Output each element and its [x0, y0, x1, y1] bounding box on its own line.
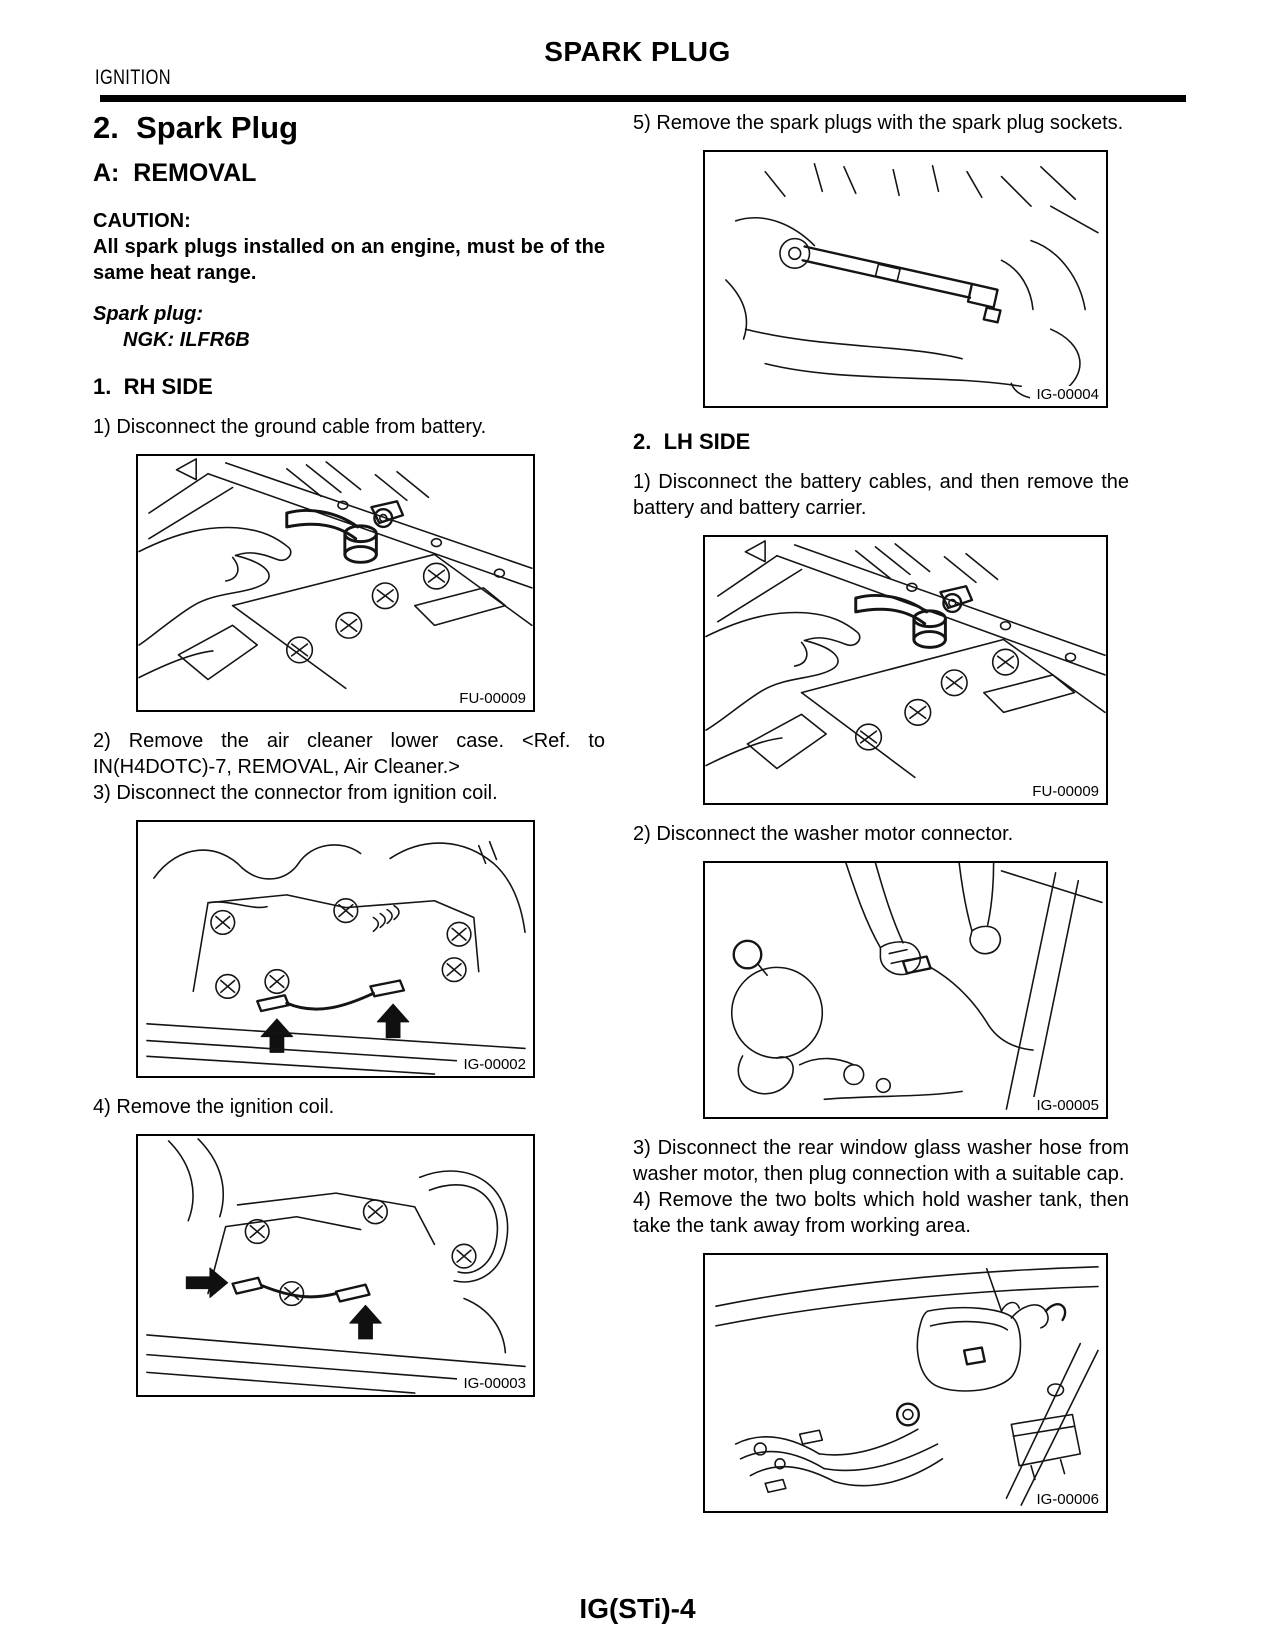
step-text: 2) Disconnect the washer motor connector… — [633, 823, 1014, 845]
washer-motor-illustration — [730, 863, 1103, 1112]
figure-ignition-coil-removal: IG-00003 — [136, 1134, 535, 1397]
socket-wrench-illustration — [725, 163, 1099, 400]
indicator-arrow — [349, 1304, 382, 1340]
page-title: SPARK PLUG — [544, 36, 731, 67]
figure-spark-plug-socket: IG-00004 — [703, 150, 1108, 408]
step-text: 1) Disconnect the battery cables, and th… — [633, 471, 1129, 519]
figure-code-label: IG-00006 — [1030, 1491, 1099, 1509]
figure-ignition-coil-connector: IG-00002 — [136, 820, 535, 1078]
step-text: 1) Disconnect the ground cable from batt… — [93, 416, 487, 438]
washer-tank-illustration — [715, 1266, 1099, 1506]
step-text: 3) Disconnect the connector from ignitio… — [93, 782, 498, 804]
figure-code-label: IG-00005 — [1030, 1097, 1099, 1115]
figure-code-label: IG-00004 — [1030, 386, 1099, 404]
figure-code-label: FU-00009 — [453, 690, 526, 708]
lh-side-heading: 2. LH SIDE — [633, 429, 751, 454]
figure-washer-tank: IG-00006 — [703, 1253, 1108, 1513]
figure-code-label: IG-00002 — [457, 1056, 526, 1074]
step-text: 3) Disconnect the rear window glass wash… — [633, 1137, 1129, 1185]
figure-battery-removal: FU-00009 — [703, 535, 1108, 805]
right-column: 5) Remove the spark plugs with the spark… — [633, 110, 1129, 1529]
chapter-label: IGNITION — [95, 66, 171, 89]
page-number: IG(STi)-4 — [579, 1593, 696, 1624]
ignition-coil-illustration — [146, 840, 526, 1075]
indicator-arrow — [376, 1003, 410, 1039]
caution-label: CAUTION: — [93, 210, 191, 232]
figure-code-label: IG-00003 — [457, 1375, 526, 1393]
figure-washer-motor-connector: IG-00005 — [703, 861, 1108, 1119]
rh-side-heading: 1. RH SIDE — [93, 374, 213, 399]
removal-heading: A: REMOVAL — [93, 159, 257, 187]
indicator-arrow — [185, 1267, 229, 1298]
ignition-coil-removal-illustration — [146, 1138, 526, 1394]
step-text: 4) Remove the ignition coil. — [93, 1096, 335, 1118]
figure-code-label: FU-00009 — [1026, 783, 1099, 801]
step-text: 5) Remove the spark plugs with the spark… — [633, 112, 1124, 134]
caution-text: All spark plugs installed on an engine, … — [93, 236, 605, 284]
battery-illustration — [705, 540, 1106, 779]
step-text: 4) Remove the two bolts which hold washe… — [633, 1189, 1129, 1237]
section-heading: 2. Spark Plug — [93, 110, 299, 145]
battery-illustration — [138, 458, 533, 690]
figure-battery-ground-cable: FU-00009 — [136, 454, 535, 712]
indicator-arrow — [260, 1018, 294, 1053]
step-text: 2) Remove the air cleaner lower case. <R… — [93, 730, 605, 778]
spec-value: NGK: ILFR6B — [123, 329, 250, 351]
spark-plug-spec: Spark plug: NGK: ILFR6B — [93, 301, 605, 353]
header-rule — [100, 95, 1186, 102]
spec-label: Spark plug: — [93, 303, 204, 325]
left-column: 2. Spark Plug A: REMOVAL CAUTION: All sp… — [93, 110, 605, 1413]
